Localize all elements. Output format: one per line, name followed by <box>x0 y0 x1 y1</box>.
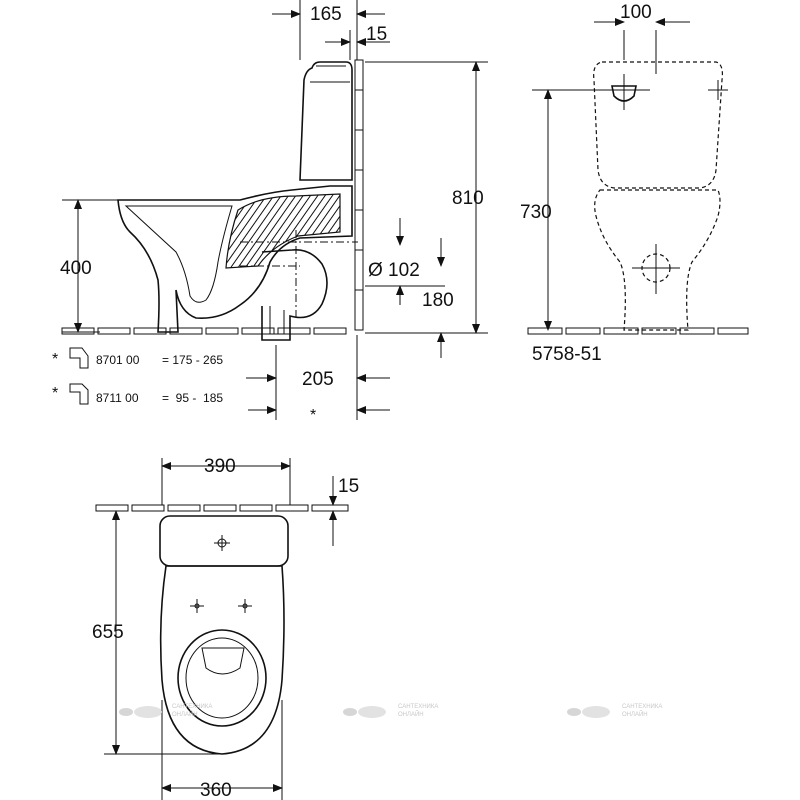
dim-seat-height: 400 <box>60 258 92 279</box>
top-cistern <box>159 515 289 567</box>
side-floor-tiles <box>61 327 347 335</box>
dim-total-height: 810 <box>452 188 484 209</box>
adapter-2-code: 8711 00 <box>96 391 139 405</box>
watermark-2: САНТЕХНИКА ОНЛАЙН <box>343 704 438 718</box>
adapter-legend: * 8701 00 = 175 - 265 * 8711 00 = 95 - 1… <box>52 347 223 405</box>
watermark-1-line1: САНТЕХНИКА <box>172 704 212 710</box>
top-bowl <box>159 565 285 755</box>
side-bowl-inner <box>124 205 233 303</box>
dim-tank-depth: 165 <box>310 4 342 25</box>
watermark-3: САНТЕХНИКА ОНЛАЙН <box>567 704 662 718</box>
dim-outlet-height: 180 <box>422 290 454 311</box>
adapter-2-range: = 95 - 185 <box>162 391 223 405</box>
adapter-1-star: * <box>52 351 58 368</box>
model-number: 5758-51 <box>532 344 602 365</box>
front-cistern <box>593 61 723 189</box>
watermark-2-line1: САНТЕХНИКА <box>398 704 438 710</box>
dim-tank-height: 730 <box>520 202 552 223</box>
adapter-1-range: = 175 - 265 <box>162 353 223 367</box>
side-section-hatch <box>225 193 341 269</box>
front-bowl <box>594 189 721 331</box>
dim-width-bottom: 360 <box>200 780 232 800</box>
adapter-1-icon <box>69 347 89 369</box>
dim-width-top: 390 <box>204 456 236 477</box>
watermark-2-line2: ОНЛАЙН <box>398 710 424 718</box>
dim-wall-gap-top: 15 <box>338 476 359 497</box>
top-view: 390 15 655 360 <box>92 456 359 800</box>
watermark-1-line2: ОНЛАЙН <box>172 710 198 718</box>
top-seat-ring <box>177 629 267 727</box>
watermark-1: САНТЕХНИКА ОНЛАЙН <box>119 704 212 718</box>
side-bowl <box>117 185 353 333</box>
top-floor-tiles <box>95 504 349 512</box>
watermark-3-line2: ОНЛАЙН <box>622 710 648 718</box>
adapter-2-star: * <box>52 385 58 402</box>
side-outlet-pipe <box>261 248 328 341</box>
footnote-star: * <box>310 407 316 424</box>
side-cistern <box>299 61 353 181</box>
adapter-2-icon <box>69 383 89 405</box>
dim-outlet-offset: 205 <box>302 369 334 390</box>
adapter-1-code: 8701 00 <box>96 353 140 367</box>
dim-wall-gap: 15 <box>366 24 387 45</box>
top-seat-fixings <box>190 599 252 613</box>
front-inlet <box>611 85 637 102</box>
top-bowl-opening <box>201 647 245 675</box>
dim-length: 655 <box>92 622 124 643</box>
dim-inlet-offset: 100 <box>620 2 652 23</box>
front-floor-tiles <box>527 327 749 335</box>
watermark-3-line1: САНТЕХНИКА <box>622 704 662 710</box>
front-view: 100 730 5758-51 <box>520 2 749 365</box>
side-view: 165 15 810 400 Ø 102 180 205 * <box>60 0 488 424</box>
side-wall <box>354 59 364 331</box>
dim-pipe-diameter: Ø 102 <box>368 260 420 281</box>
